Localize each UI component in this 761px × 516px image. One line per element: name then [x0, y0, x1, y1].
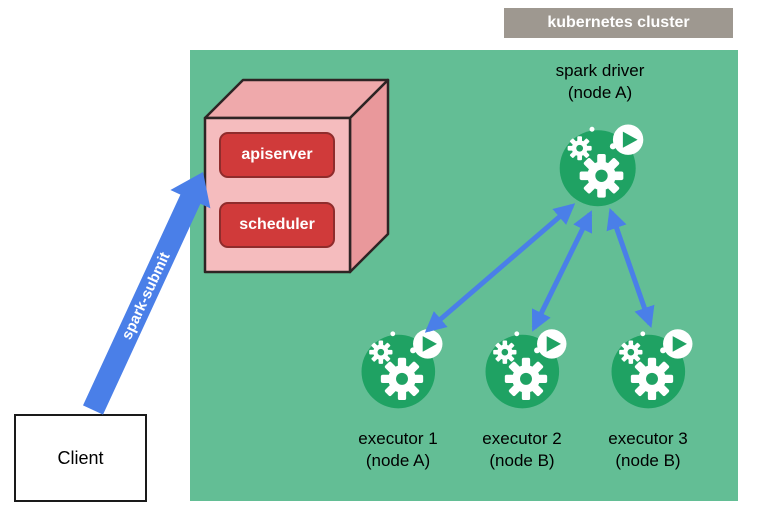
executor-2-title: executor 2 — [482, 429, 562, 448]
executor-1-title: executor 1 — [358, 429, 438, 448]
executor-3-title: executor 3 — [608, 429, 688, 448]
executor-2-icon — [480, 320, 572, 412]
spark-driver-icon — [554, 115, 649, 210]
spark-driver-caption: spark driver (node A) — [518, 60, 682, 104]
executor-3-caption: executor 3 (node B) — [583, 428, 713, 472]
spark-submit-label: spark-submit — [118, 249, 174, 343]
scheduler-box: scheduler — [219, 202, 335, 248]
apiserver-box: apiserver — [219, 132, 335, 178]
executor-1-caption: executor 1 (node A) — [333, 428, 463, 472]
client-box: Client — [14, 414, 147, 502]
spark-driver-node: (node A) — [567, 83, 633, 102]
executor-1-node: (node A) — [365, 451, 431, 470]
executor-2-node: (node B) — [489, 451, 555, 470]
spark-driver-title: spark driver — [555, 61, 645, 80]
executor-2-caption: executor 2 (node B) — [457, 428, 587, 472]
executor-3-node: (node B) — [615, 451, 681, 470]
kubernetes-cluster-label: kubernetes cluster — [504, 8, 733, 38]
executor-1-icon — [356, 320, 448, 412]
executor-3-icon — [606, 320, 698, 412]
